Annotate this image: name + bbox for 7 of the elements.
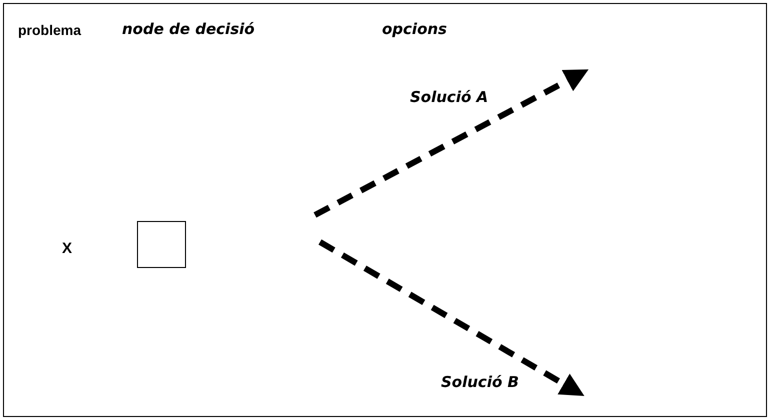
text-label: Solució A — [410, 87, 488, 108]
text-label: problema — [18, 21, 82, 40]
text-label: node de decisió — [122, 19, 255, 40]
text-label: opcions — [382, 19, 447, 40]
text-label: Solució B — [441, 372, 519, 393]
decision-square — [137, 221, 186, 268]
text-label: X — [62, 239, 72, 259]
